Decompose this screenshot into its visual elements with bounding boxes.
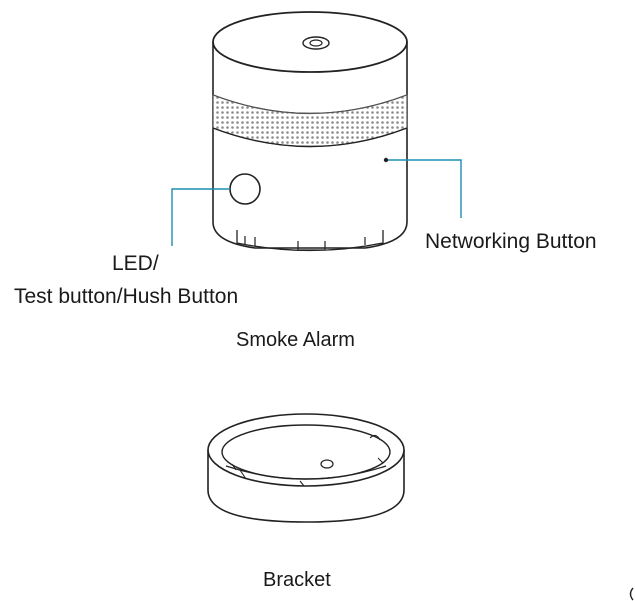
caption-bracket: Bracket	[263, 569, 331, 591]
bracket-device	[207, 413, 405, 523]
smoke-alarm-device	[212, 11, 408, 252]
label-test-hush-button: Test button/Hush Button	[14, 285, 239, 308]
bracket-opening	[221, 424, 391, 480]
callout-networking	[388, 159, 462, 218]
led-test-button	[229, 173, 261, 205]
networking-button	[383, 157, 389, 163]
label-led: LED/	[112, 252, 159, 275]
edge-mark	[629, 587, 634, 601]
caption-smoke-alarm: Smoke Alarm	[236, 329, 355, 351]
callout-led	[171, 188, 230, 246]
label-networking-button: Networking Button	[425, 230, 597, 253]
bracket-screw-hole	[320, 459, 334, 469]
